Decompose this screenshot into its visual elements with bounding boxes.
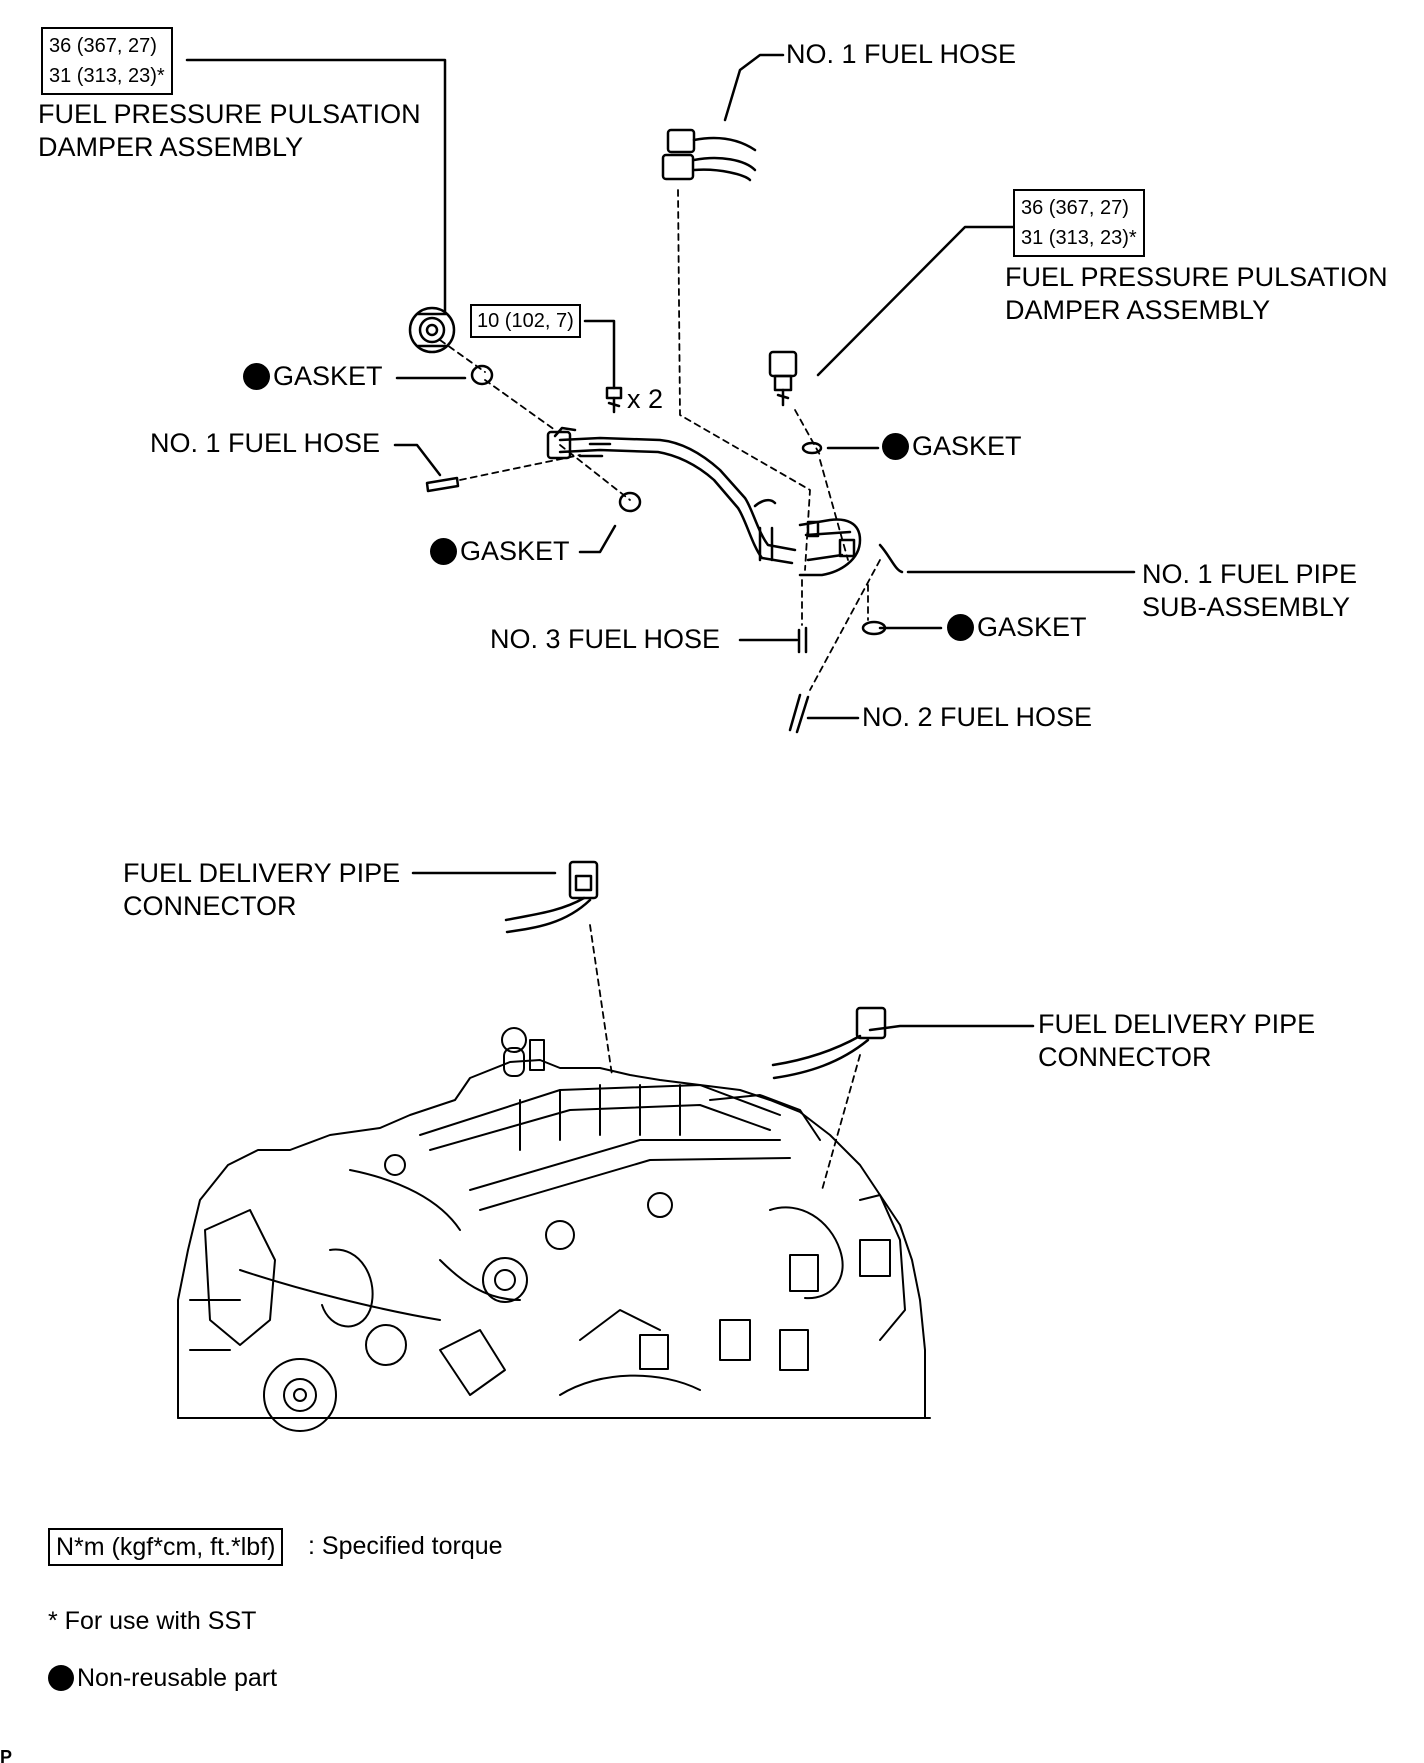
legend-sst-note: * For use with SST [48, 1607, 257, 1635]
fuel-pipe-sub-assembly-part [546, 426, 904, 577]
bolt-part [605, 386, 623, 414]
label-line: FUEL DELIVERY PIPE [123, 858, 401, 888]
torque-line-1: 36 (367, 27) [49, 35, 157, 57]
no1-fuel-hose-left-label: NO. 1 FUEL HOSE [150, 428, 381, 458]
left-pulsation-damper-part [408, 306, 456, 354]
legend-non-reusable-text: Non-reusable part [77, 1664, 278, 1692]
torque-spec-left-damper: 36 (367, 27) 31 (313, 23)* [41, 27, 173, 95]
gasket-label-1: GASKET [243, 360, 383, 393]
engine-assembly-drawing [177, 1027, 931, 1432]
no3-fuel-hose-label: NO. 3 FUEL HOSE [490, 624, 721, 654]
fuel-pipe-sub-assembly-label: NO. 1 FUEL PIPE SUB-ASSEMBLY [1142, 558, 1357, 624]
gasket-label-2: GASKET [882, 430, 1022, 463]
non-reusable-dot-icon [947, 614, 974, 641]
torque-spec-bolt: 10 (102, 7) [470, 304, 581, 338]
connector-left-part [504, 860, 599, 934]
connector-left-label: FUEL DELIVERY PIPE CONNECTOR [123, 857, 400, 923]
damper-left-label: FUEL PRESSURE PULSATION DAMPER ASSEMBLY [38, 98, 421, 164]
non-reusable-dot-icon [48, 1665, 74, 1691]
damper-right-label: FUEL PRESSURE PULSATION DAMPER ASSEMBLY [1005, 261, 1388, 327]
right-pulsation-damper-part [768, 350, 798, 407]
torque-line-1: 10 (102, 7) [477, 310, 574, 332]
no1-fuel-hose-top-label: NO. 1 FUEL HOSE [786, 39, 1017, 69]
no3-fuel-hose-part [797, 626, 808, 654]
gasket-label-4: GASKET [947, 611, 1087, 644]
legend-torque-text: : Specified torque [308, 1532, 503, 1560]
gasket-text: GASKET [273, 361, 383, 391]
torque-line-1: 36 (367, 27) [1021, 197, 1129, 219]
label-line: DAMPER ASSEMBLY [1005, 295, 1271, 325]
torque-line-2: 31 (313, 23)* [49, 65, 165, 87]
connector-right-part [771, 1006, 887, 1080]
label-line: CONNECTOR [1038, 1042, 1212, 1072]
label-line: NO. 1 FUEL PIPE [1142, 559, 1358, 589]
torque-line-2: 31 (313, 23)* [1021, 227, 1137, 249]
legend-torque-box: N*m (kgf*cm, ft.*lbf) [48, 1528, 284, 1566]
label-line: FUEL DELIVERY PIPE [1038, 1009, 1316, 1039]
non-reusable-dot-icon [430, 538, 457, 565]
non-reusable-dot-icon [882, 433, 909, 460]
torque-spec-right-damper: 36 (367, 27) 31 (313, 23)* [1013, 189, 1145, 257]
gasket-label-3: GASKET [430, 535, 570, 568]
non-reusable-dot-icon [243, 363, 270, 390]
no2-fuel-hose-label: NO. 2 FUEL HOSE [862, 702, 1093, 732]
no1-fuel-hose-left-part [425, 476, 460, 493]
corner-mark: P [0, 1747, 12, 1763]
bolt-quantity-label: x 2 [627, 384, 664, 414]
gasket-text: GASKET [460, 536, 570, 566]
label-line: FUEL PRESSURE PULSATION [38, 99, 421, 129]
gasket-text: GASKET [912, 431, 1022, 461]
assembly-dashed-lines [439, 189, 881, 1191]
no1-fuel-hose-top-part [661, 128, 757, 182]
gasket-text: GASKET [977, 612, 1087, 642]
label-line: CONNECTOR [123, 891, 297, 921]
no2-fuel-hose-part [788, 693, 810, 734]
legend-non-reusable: Non-reusable part [48, 1663, 277, 1693]
gasket-parts [470, 364, 887, 636]
connector-right-label: FUEL DELIVERY PIPE CONNECTOR [1038, 1008, 1315, 1074]
label-line: SUB-ASSEMBLY [1142, 592, 1351, 622]
label-line: DAMPER ASSEMBLY [38, 132, 304, 162]
label-line: FUEL PRESSURE PULSATION [1005, 262, 1388, 292]
leader-lines [185, 53, 1136, 1032]
